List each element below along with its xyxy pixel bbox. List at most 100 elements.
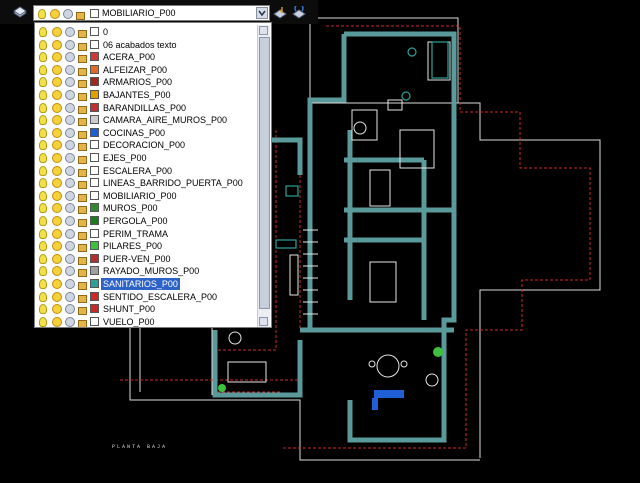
lock-icon[interactable] (78, 168, 87, 177)
on-off-icon[interactable] (39, 241, 47, 252)
lock-icon[interactable] (78, 269, 87, 278)
on-off-icon[interactable] (39, 153, 47, 163)
color-swatch[interactable] (90, 266, 99, 276)
freeze-thaw-icon[interactable] (52, 102, 62, 113)
freeze-thaw-icon[interactable] (52, 241, 62, 252)
lock-icon[interactable] (78, 244, 87, 253)
lock-icon[interactable] (78, 80, 87, 89)
viewport-freeze-icon[interactable] (65, 27, 75, 37)
color-swatch[interactable] (90, 77, 99, 87)
on-off-icon[interactable] (39, 279, 47, 289)
lock-icon[interactable] (78, 319, 87, 327)
layer-manager-icon[interactable] (13, 6, 27, 19)
on-off-icon[interactable] (39, 316, 47, 327)
viewport-freeze-icon[interactable] (65, 304, 75, 315)
viewport-freeze-icon[interactable] (65, 190, 75, 201)
color-swatch[interactable] (90, 90, 99, 99)
color-swatch[interactable] (90, 241, 99, 251)
layer-row[interactable]: BAJANTES_P00 (35, 89, 257, 101)
on-off-icon[interactable] (39, 203, 47, 214)
layer-row[interactable]: RAYADO_MUROS_P00 (35, 265, 257, 278)
lock-icon[interactable] (78, 307, 87, 316)
layer-row[interactable]: SANITARIOS_P00 (35, 278, 257, 290)
freeze-thaw-icon[interactable] (52, 253, 62, 264)
layer-row[interactable]: PERGOLA_P00 (35, 215, 257, 227)
viewport-freeze-icon[interactable] (65, 153, 75, 163)
layer-row[interactable]: ALFEIZAR_P00 (35, 64, 257, 76)
scroll-down-icon[interactable] (259, 317, 268, 326)
layer-row[interactable]: ESCALERA_P00 (35, 165, 257, 177)
lock-icon[interactable] (78, 156, 87, 164)
freeze-thaw-icon[interactable] (52, 216, 62, 226)
layer-row[interactable]: BARANDILLAS_P00 (35, 102, 257, 114)
lock-icon[interactable] (78, 231, 87, 240)
lock-icon[interactable] (78, 93, 87, 101)
lock-icon[interactable] (78, 55, 87, 64)
viewport-freeze-icon[interactable] (65, 39, 75, 50)
lock-icon[interactable] (78, 282, 87, 290)
layer-row[interactable]: 0 (35, 26, 257, 38)
lock-icon[interactable] (78, 130, 87, 139)
viewport-freeze-icon[interactable] (65, 178, 75, 189)
freeze-thaw-icon[interactable] (52, 304, 62, 315)
viewport-freeze-icon[interactable] (65, 241, 75, 252)
color-swatch[interactable] (90, 316, 99, 326)
freeze-thaw-icon[interactable] (52, 39, 62, 50)
viewport-freeze-icon[interactable] (65, 140, 75, 151)
on-off-icon[interactable] (39, 291, 47, 302)
color-swatch[interactable] (90, 127, 99, 137)
color-swatch[interactable] (90, 140, 99, 150)
layer-row[interactable]: ARMARIOS_P00 (35, 76, 257, 89)
scroll-up-icon[interactable] (259, 26, 268, 35)
on-off-icon[interactable] (39, 140, 47, 151)
layer-row[interactable]: VUELO_P00 (35, 316, 257, 327)
viewport-freeze-icon[interactable] (65, 90, 75, 100)
layer-row[interactable]: DECORACION_P00 (35, 139, 257, 152)
freeze-thaw-icon[interactable] (52, 115, 62, 126)
on-off-icon[interactable] (39, 165, 47, 176)
color-swatch[interactable] (90, 52, 99, 62)
freeze-thaw-icon[interactable] (52, 228, 62, 239)
on-off-icon[interactable] (39, 90, 47, 100)
on-off-icon[interactable] (39, 304, 47, 315)
layer-dropdown[interactable]: MOBILIARIO_P00 (33, 5, 270, 21)
layer-row[interactable]: COCINAS_P00 (35, 127, 257, 139)
viewport-freeze-icon[interactable] (65, 115, 75, 126)
lock-icon[interactable] (78, 181, 87, 190)
freeze-thaw-icon[interactable] (52, 279, 62, 289)
color-swatch[interactable] (90, 165, 99, 175)
viewport-freeze-icon[interactable] (65, 203, 75, 214)
color-swatch[interactable] (90, 153, 99, 162)
viewport-freeze-icon[interactable] (65, 52, 75, 63)
freeze-thaw-icon[interactable] (52, 266, 62, 277)
layer-row[interactable]: MOBILIARIO_P00 (35, 190, 257, 202)
color-swatch[interactable] (90, 291, 99, 301)
viewport-freeze-icon[interactable] (65, 279, 75, 289)
on-off-icon[interactable] (39, 127, 47, 138)
make-current-icon[interactable] (273, 6, 287, 19)
on-off-icon[interactable] (39, 228, 47, 239)
lock-icon[interactable] (78, 30, 87, 38)
freeze-thaw-icon[interactable] (52, 52, 62, 63)
color-swatch[interactable] (90, 115, 99, 125)
freeze-thaw-icon[interactable] (52, 27, 62, 37)
layer-row[interactable]: PUER-VEN_P00 (35, 253, 257, 265)
viewport-freeze-icon[interactable] (65, 77, 75, 88)
on-off-icon[interactable] (39, 64, 47, 75)
color-swatch[interactable] (90, 253, 99, 263)
layer-row[interactable]: PERIM_TRAMA (35, 228, 257, 240)
freeze-thaw-icon[interactable] (52, 165, 62, 176)
freeze-thaw-icon[interactable] (52, 77, 62, 88)
on-off-icon[interactable] (39, 253, 47, 264)
color-swatch[interactable] (90, 190, 99, 200)
on-off-icon[interactable] (39, 266, 47, 277)
scrollbar-thumb[interactable] (259, 37, 270, 309)
viewport-freeze-icon[interactable] (65, 102, 75, 113)
color-swatch[interactable] (90, 304, 99, 314)
lock-icon[interactable] (78, 42, 87, 51)
viewport-freeze-icon[interactable] (65, 216, 75, 226)
layer-row[interactable]: LINEAS_BARRIDO_PUERTA_P00 (35, 177, 257, 190)
color-swatch[interactable] (90, 216, 99, 225)
on-off-icon[interactable] (39, 190, 47, 201)
lock-icon[interactable] (78, 219, 87, 227)
